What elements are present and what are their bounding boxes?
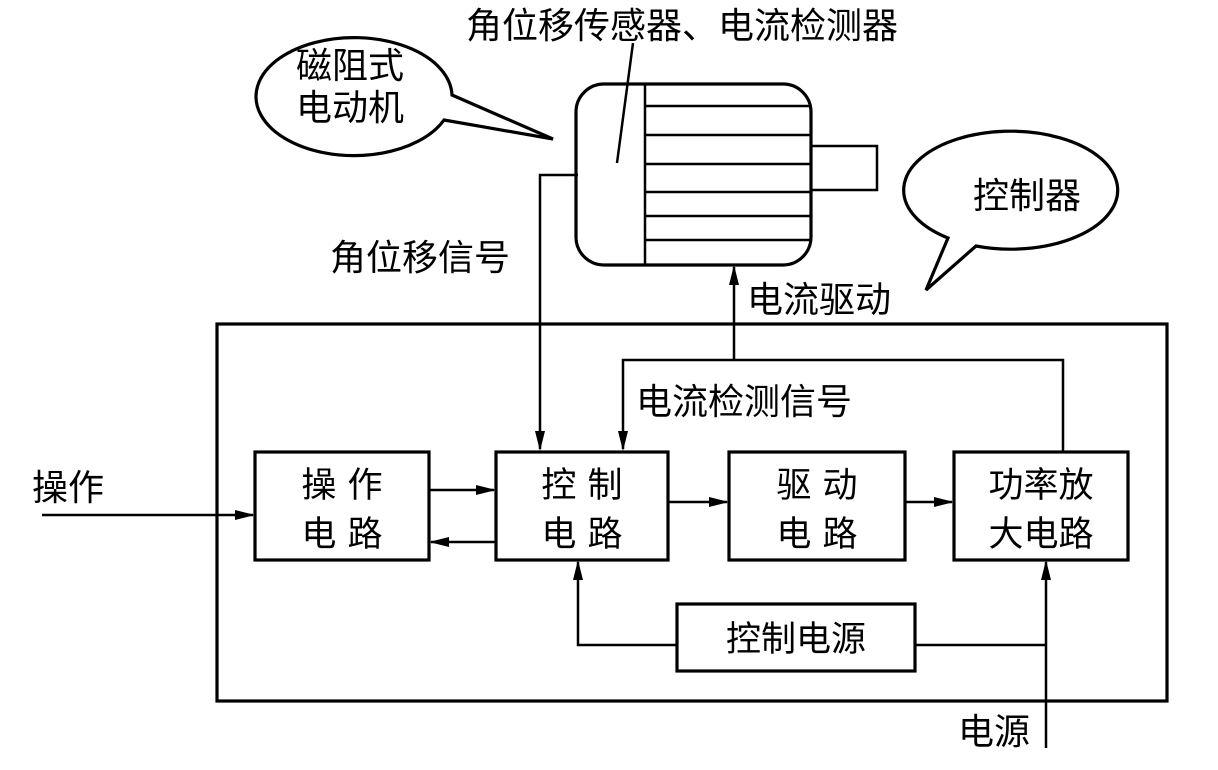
motor-callout-line2: 电动机 bbox=[296, 88, 404, 129]
power-amp-circuit-box bbox=[952, 450, 1130, 562]
operate-circuit-line2: 电 路 bbox=[301, 515, 382, 555]
current-detect-label: 电流检测信号 bbox=[636, 382, 852, 423]
reluctance-motor bbox=[574, 42, 879, 267]
drive-circuit-block: 驱 动 电 路 bbox=[727, 450, 907, 562]
motor-callout-line1: 磁阻式 bbox=[296, 46, 404, 87]
operate-circuit-line1: 操 作 bbox=[301, 466, 382, 506]
control-circuit-line2: 电 路 bbox=[541, 515, 622, 555]
control-circuit-box bbox=[494, 450, 670, 562]
control-power-block: 控制电源 bbox=[675, 602, 917, 673]
operate-circuit-box bbox=[253, 450, 431, 562]
current-drive-label: 电流驱动 bbox=[747, 280, 891, 321]
sensor-label: 角位移传感器、电流检测器 bbox=[466, 6, 898, 47]
operate-circuit-block: 操 作 电 路 bbox=[253, 450, 431, 562]
power-amp-circuit-line1: 功率放 bbox=[988, 466, 1093, 506]
motor-shaft bbox=[811, 144, 879, 192]
control-circuit-block: 控 制 电 路 bbox=[494, 450, 670, 562]
control-power-to-control-line bbox=[573, 560, 677, 647]
drive-circuit-line1: 驱 动 bbox=[776, 466, 857, 506]
controller-callout: 控制器 bbox=[902, 129, 1120, 292]
power-amp-circuit-line2: 大电路 bbox=[988, 515, 1093, 555]
sensor-pointer bbox=[615, 42, 635, 164]
control-power-label: 控制电源 bbox=[726, 620, 866, 660]
power-input-label: 电源 bbox=[958, 712, 1030, 753]
operate-input-label: 操作 bbox=[32, 468, 104, 509]
motor-callout: 磁阻式 电动机 bbox=[254, 36, 554, 158]
motor-callout-bubble bbox=[254, 36, 554, 158]
power-amp-circuit-block: 功率放 大电路 bbox=[952, 450, 1130, 562]
control-circuit-line1: 控 制 bbox=[541, 466, 622, 506]
angle-signal-line bbox=[535, 173, 578, 451]
angle-signal-label: 角位移信号 bbox=[330, 238, 510, 279]
controller-callout-label: 控制器 bbox=[973, 176, 1081, 217]
controller-frame bbox=[215, 322, 1169, 703]
current-detect-line bbox=[618, 358, 1065, 452]
drive-circuit-line2: 电 路 bbox=[776, 515, 857, 555]
motor-body bbox=[574, 82, 813, 267]
controller-callout-bubble bbox=[902, 129, 1120, 292]
control-power-box bbox=[675, 602, 917, 673]
drive-circuit-box bbox=[727, 450, 907, 562]
